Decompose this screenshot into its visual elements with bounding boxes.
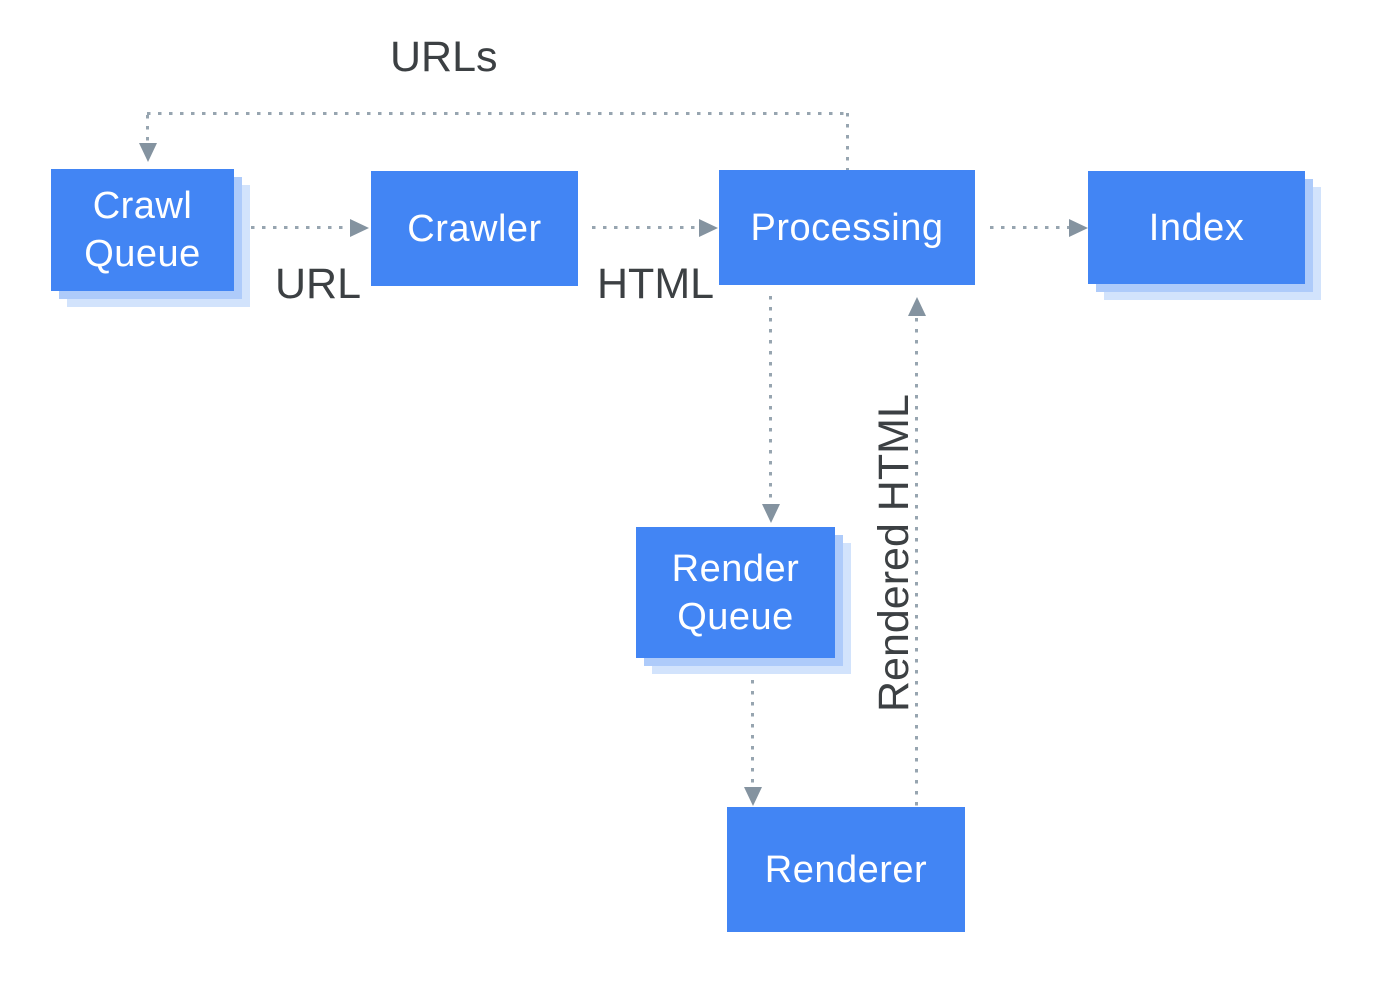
node-crawl-queue: Crawl Queue [51, 169, 234, 291]
edge-label-urls: URLs [390, 33, 498, 81]
node-processing: Processing [719, 170, 975, 285]
node-render-queue-label: Render Queue [671, 547, 800, 638]
edge-renderqueue-renderer-segment [751, 680, 755, 786]
node-index: Index [1088, 171, 1305, 284]
edge-crawler-processing-segment [592, 226, 698, 230]
arrowhead-into-processing-icon [699, 219, 718, 237]
edge-crawlqueue-crawler-segment [251, 226, 350, 230]
edge-urls-top-segment [147, 112, 848, 116]
node-renderer: Renderer [727, 807, 965, 932]
edge-label-url: URL [275, 260, 362, 308]
node-crawler: Crawler [371, 171, 578, 286]
node-index-label: Index [1148, 206, 1245, 249]
node-processing-label: Processing [750, 206, 944, 249]
node-render-queue: Render Queue [636, 527, 835, 658]
edge-label-rendered-html: Rendered HTML [870, 394, 918, 712]
node-renderer-label: Renderer [764, 848, 928, 891]
edge-urls-right-segment [846, 113, 850, 170]
arrowhead-back-into-processing-icon [908, 297, 926, 316]
edge-label-html: HTML [597, 260, 715, 308]
edge-renderer-processing-segment [915, 318, 919, 807]
node-crawl-queue-label: Crawl Queue [84, 185, 201, 275]
arrowhead-into-renderer-icon [744, 787, 762, 806]
arrowhead-into-index-icon [1069, 219, 1088, 237]
edge-processing-index-segment [990, 226, 1069, 230]
edge-processing-renderqueue-segment [769, 296, 773, 503]
arrowhead-into-crawl-queue-icon [139, 143, 157, 162]
arrowhead-into-render-queue-icon [762, 504, 780, 523]
edge-urls-left-segment [146, 115, 150, 143]
arrowhead-into-crawler-icon [350, 219, 369, 237]
node-crawler-label: Crawler [407, 207, 542, 250]
